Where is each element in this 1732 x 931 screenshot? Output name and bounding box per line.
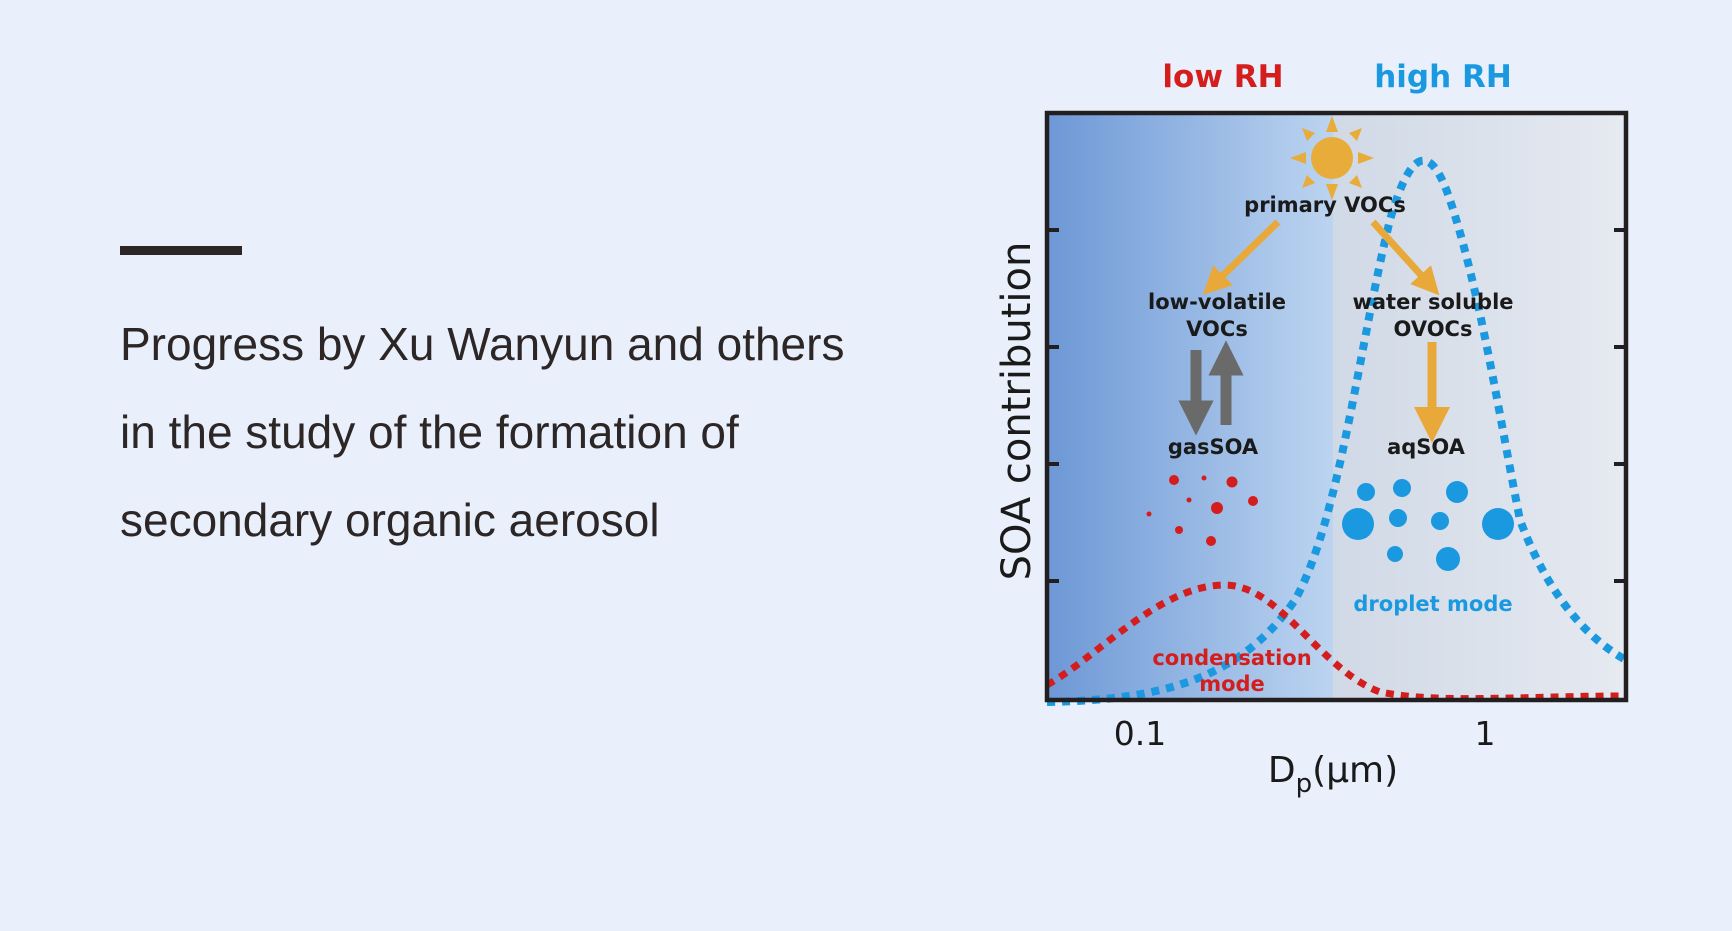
- water-soluble-ovocs-label-line2: OVOCs: [1394, 317, 1473, 341]
- low-rh-label: low RH: [1162, 59, 1283, 95]
- droplet-mode-curve: [1046, 156, 1628, 706]
- arrow-primary-to-watersoluble: [1370, 219, 1440, 296]
- accent-bar: [120, 246, 242, 255]
- low-volatile-vocs-label-line2: VOCs: [1186, 317, 1248, 341]
- soa-diagram: low RH high RH primary VOCs low-volatile…: [960, 40, 1660, 820]
- y-axis-label: SOA contribution: [994, 242, 1040, 581]
- x-axis-label-main: D: [1268, 750, 1296, 791]
- x-tick-0.1: 0.1: [1114, 714, 1166, 753]
- condensation-mode-label-line1: condensation: [1152, 646, 1311, 670]
- y-axis-ticks: [1047, 228, 1626, 583]
- sun-icon: [1290, 116, 1374, 200]
- x-axis-label: Dp(µm): [1268, 750, 1398, 799]
- gassoa-particles: [1146, 475, 1258, 546]
- high-rh-label: high RH: [1374, 59, 1512, 95]
- high-rh-region: [1333, 113, 1626, 700]
- x-tick-1: 1: [1475, 714, 1496, 753]
- aqsoa-droplets: [1342, 479, 1514, 571]
- water-soluble-ovocs-label-line1: water soluble: [1352, 290, 1513, 314]
- condensation-mode-label-line2: mode: [1199, 672, 1265, 696]
- aqsoa-label: aqSOA: [1387, 435, 1466, 459]
- headline: Progress by Xu Wanyun and others in the …: [120, 318, 845, 546]
- droplet-mode-label: droplet mode: [1353, 592, 1512, 616]
- arrow-primary-to-lowvolatile: [1202, 219, 1281, 295]
- x-axis-label-sub: p: [1296, 769, 1313, 799]
- plot-frame: [1044, 110, 1629, 703]
- x-axis-label-unit: (µm): [1312, 750, 1398, 791]
- low-volatile-vocs-label-line1: low-volatile: [1148, 290, 1286, 314]
- primary-vocs-label: primary VOCs: [1244, 193, 1406, 217]
- gassoa-label: gasSOA: [1168, 435, 1259, 459]
